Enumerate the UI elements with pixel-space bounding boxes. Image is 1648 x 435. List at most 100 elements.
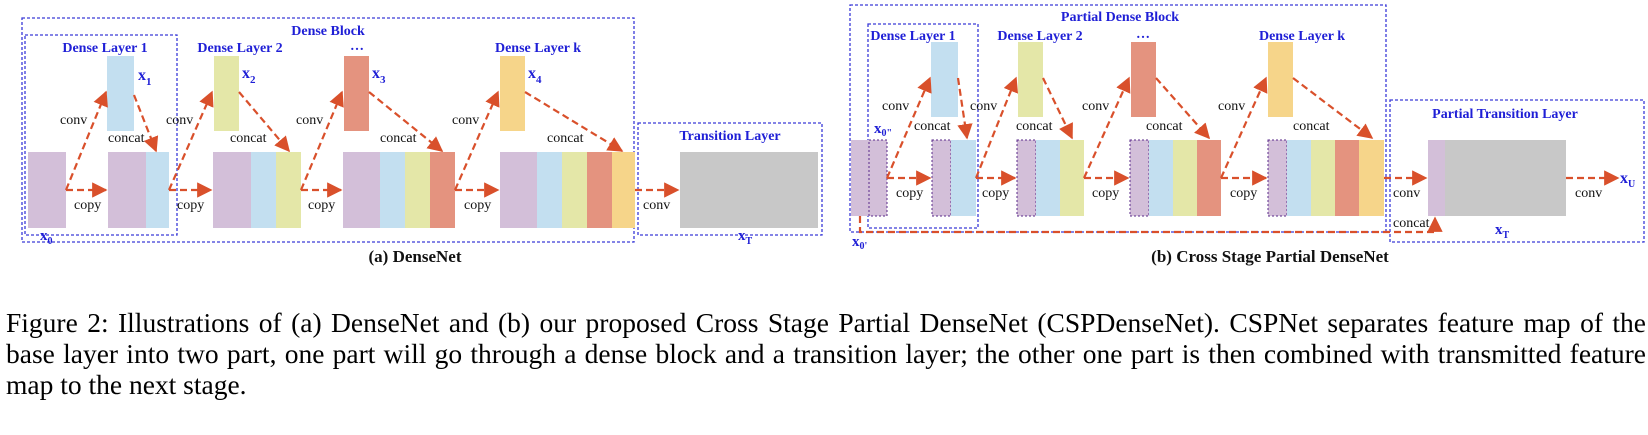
- x2-label: x2: [242, 65, 256, 86]
- dense-layer-1-title: Dense Layer 1: [62, 41, 147, 56]
- xT-label-base: x: [738, 228, 746, 244]
- copy-label-4: copy: [464, 198, 491, 213]
- figure-diagram: Dense Block Dense Layer 1 Dense Layer 2 …: [21, 4, 1645, 266]
- concat4-x4: [612, 152, 635, 228]
- csp-concat1-x0pp: [931, 139, 952, 217]
- x1-feature-map: [107, 56, 134, 131]
- xT-feature-map: [680, 152, 818, 228]
- concat3-x1: [380, 152, 405, 228]
- x4-label-sub: 4: [536, 74, 542, 86]
- conv-label-transition: conv: [643, 198, 670, 213]
- csp-x3-feature-map: [1131, 42, 1156, 117]
- xT-label: xT: [738, 228, 753, 247]
- x0p-label-sub: 0': [860, 241, 868, 252]
- x4-feature-map: [500, 56, 525, 131]
- x0p-label: x0': [852, 234, 868, 252]
- x0pp-label-base: x: [874, 121, 882, 137]
- concat1-x1: [146, 152, 169, 228]
- cspdensenet-diagram: Partial Dense Block Dense Layer 1 Dense …: [849, 4, 1645, 266]
- csp-concat2-x0pp: [1016, 139, 1037, 217]
- csp-concat4-x4: [1359, 140, 1384, 216]
- x0-feature-map: [28, 152, 66, 228]
- csp-concat-label-1: concat: [914, 119, 951, 134]
- x1-label-sub: 1: [146, 76, 152, 88]
- csp-concat-label-transition: concat: [1393, 216, 1430, 231]
- xU-label-sub: U: [1628, 179, 1635, 190]
- csp-dense-layer-1-title: Dense Layer 1: [870, 29, 955, 44]
- csp-dense-layer-2-title: Dense Layer 2: [997, 29, 1082, 44]
- conv-label-4: conv: [452, 113, 479, 128]
- conv-label-3: conv: [296, 113, 323, 128]
- x2-label-sub: 2: [250, 74, 256, 86]
- xU-label-base: x: [1620, 170, 1628, 187]
- csp-concat-label-2: concat: [1016, 119, 1053, 134]
- x0-label-sub: 0: [48, 236, 53, 247]
- concat-label-1: concat: [108, 131, 145, 146]
- concat4-x3: [587, 152, 612, 228]
- concat2-x0: [213, 152, 251, 228]
- x0-label-base: x: [40, 228, 48, 244]
- transition-layer-box: [637, 122, 823, 236]
- csp-conv-label-1: conv: [882, 99, 909, 114]
- csp-xT-label-sub: T: [1503, 230, 1510, 241]
- csp-copy-label-1: copy: [896, 186, 923, 201]
- csp-concat2-x2: [1060, 140, 1084, 216]
- concat-label-3: concat: [380, 131, 417, 146]
- csp-xT-label: xT: [1495, 222, 1510, 241]
- dense-layer-1-box: [24, 34, 178, 236]
- dense-layer-dots: …: [350, 39, 364, 54]
- copy-label-2: copy: [177, 198, 204, 213]
- csp-x4-feature-map: [1268, 42, 1293, 117]
- x0p-feature-map: [851, 140, 869, 216]
- csp-concat4-x1: [1287, 140, 1311, 216]
- concat2-x1: [251, 152, 276, 228]
- csp-xT-feature-map: [1445, 140, 1566, 216]
- csp-conv-label-3: conv: [1082, 99, 1109, 114]
- densenet-diagram: Dense Block Dense Layer 1 Dense Layer 2 …: [21, 17, 823, 266]
- dense-layer-k-label: Dense Layer k: [495, 41, 581, 56]
- concat4-x1: [537, 152, 562, 228]
- csp-concat4-x0pp: [1267, 139, 1288, 217]
- csp-conv-label-output: conv: [1575, 186, 1602, 201]
- x0pp-label: x0": [874, 121, 892, 139]
- dense-block-box: [21, 17, 635, 243]
- csp-concat1-x1: [951, 140, 976, 216]
- csp-dense-layer-1-box: [867, 23, 979, 229]
- xU-label: xU: [1620, 170, 1635, 190]
- transition-layer-title: Transition Layer: [679, 129, 780, 144]
- concat3-x3: [430, 152, 455, 228]
- x1-label-base: x: [138, 67, 146, 84]
- densenet-subtitle: (a) DenseNet: [369, 247, 462, 266]
- partial-transition-layer-box: [1389, 99, 1645, 243]
- conv-label-1: conv: [60, 113, 87, 128]
- x4-label-base: x: [528, 65, 536, 82]
- cspdensenet-arrows: [858, 76, 1620, 234]
- csp-concat-label-4: concat: [1293, 119, 1330, 134]
- csp-conv-label-4: conv: [1218, 99, 1245, 114]
- dense-layer-k-title: Dense Layer k: [495, 41, 581, 56]
- densenet-arrows: [64, 90, 680, 198]
- x2-label-base: x: [242, 65, 250, 82]
- csp-xT-label-base: x: [1495, 222, 1503, 238]
- x0pp-feature-map: [868, 139, 888, 217]
- partial-dense-block-title: Partial Dense Block: [1061, 10, 1179, 25]
- copy-label-3: copy: [308, 198, 335, 213]
- csp-conv-label-2: conv: [970, 99, 997, 114]
- csp-concat-label-3: concat: [1146, 119, 1183, 134]
- partial-transition-layer-title: Partial Transition Layer: [1432, 107, 1578, 122]
- figure-caption: Figure 2: Illustrations of (a) DenseNet …: [6, 307, 1646, 400]
- x3-label-sub: 3: [380, 74, 386, 86]
- csp-dense-layer-dots: …: [1136, 27, 1150, 42]
- csp-concat4-x2: [1311, 140, 1335, 216]
- csp-copy-label-3: copy: [1092, 186, 1119, 201]
- csp-concat3-x2: [1173, 140, 1197, 216]
- x3-label: x3: [372, 65, 386, 86]
- concat2-x2: [276, 152, 301, 228]
- conv-label-2: conv: [166, 113, 193, 128]
- csp-x0p-merged-map: [1428, 140, 1445, 216]
- xT-label-sub: T: [746, 236, 753, 247]
- concat-label-2: concat: [230, 131, 267, 146]
- x2-feature-map: [214, 56, 239, 131]
- concat3-x0: [343, 152, 380, 228]
- concat-label-4: concat: [547, 131, 584, 146]
